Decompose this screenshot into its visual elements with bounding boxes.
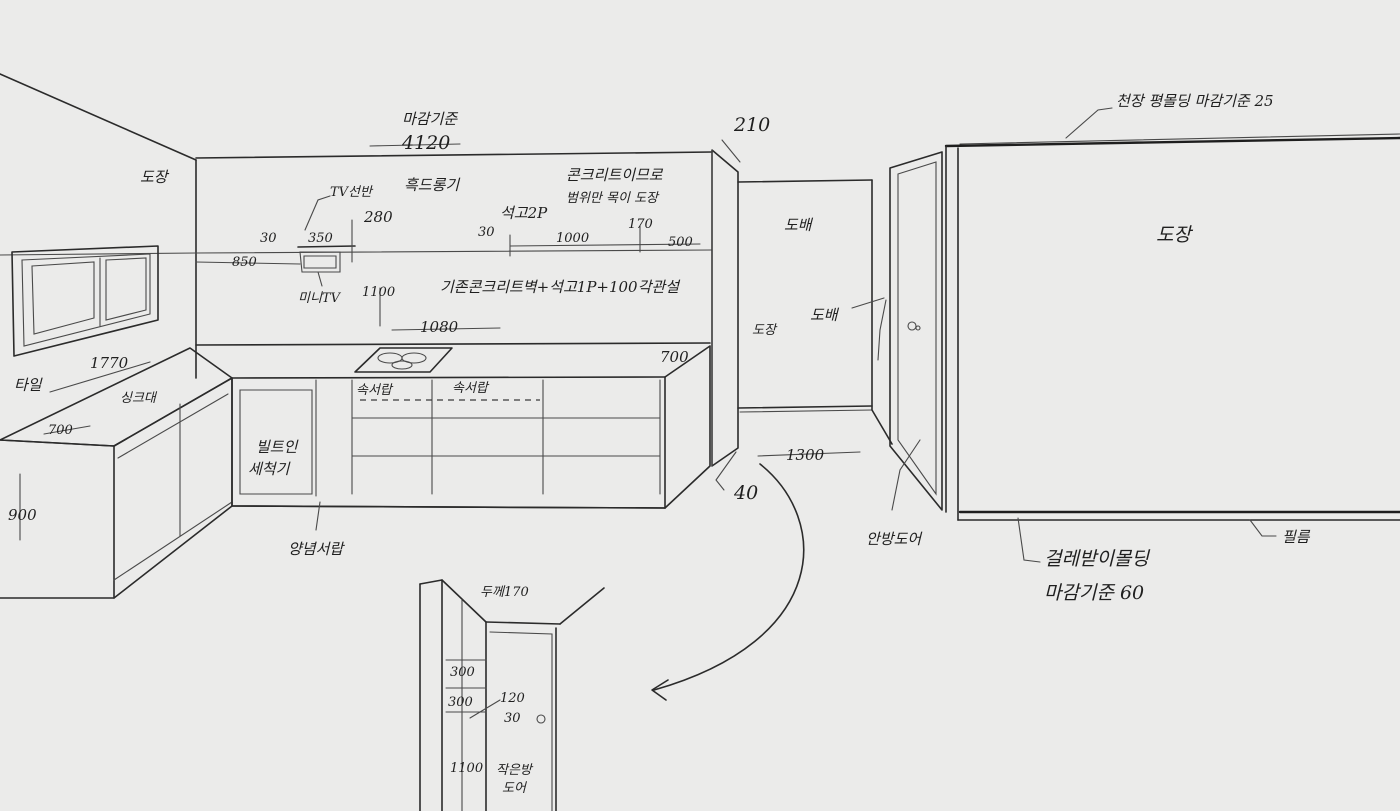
- corridor-wallpaper-label: 도배: [784, 216, 812, 234]
- dimension-30-a: 30: [260, 231, 277, 246]
- dimension-40: 40: [734, 482, 759, 504]
- inset-door-label-1: 작은방: [496, 763, 532, 778]
- dimension-1080: 1080: [420, 318, 459, 336]
- tile-label: 타일: [14, 376, 42, 394]
- back-cabinets: [231, 345, 711, 509]
- inset-300-a: 300: [450, 665, 475, 680]
- plaster-note: 석고2P: [500, 204, 548, 222]
- front-note: 흑드롱기: [404, 176, 460, 194]
- sink-label: 싱크대: [120, 391, 156, 406]
- drawer-label-2: 속서랍: [452, 381, 488, 396]
- right-wall-paint-label: 도장: [1156, 224, 1191, 246]
- dimension-1770: 1770: [90, 354, 129, 372]
- side-wallpaper-label: 도배: [810, 306, 838, 324]
- inset-1100: 1100: [450, 761, 484, 776]
- dimension-1100: 1100: [362, 285, 396, 300]
- wall-column: [711, 139, 741, 467]
- tv-shelf-label: TV선반: [330, 185, 372, 200]
- inset-30: 30: [504, 711, 521, 726]
- dimension-500: 500: [668, 235, 693, 250]
- inset-drawing: [419, 579, 605, 811]
- inset-thickness-label: 두께170: [480, 585, 529, 600]
- dimension-30-b: 30: [478, 225, 495, 240]
- dimension-850: 850: [232, 255, 257, 270]
- wall-thickness-dimension: 210: [734, 114, 771, 136]
- mini-tv-label: 미니TV: [298, 291, 340, 306]
- dishwasher-label: 세척기: [248, 460, 290, 478]
- right-wall: [944, 133, 1400, 521]
- cabinet-bottom-label: 양념서랍: [288, 540, 344, 558]
- inset-120: 120: [500, 691, 525, 706]
- ceiling-finish-label: 마감기준: [402, 110, 458, 128]
- room-door: [889, 151, 943, 511]
- dimension-1000: 1000: [556, 231, 590, 246]
- film-label: 필름: [1282, 528, 1310, 546]
- molding-note: 천장 평몰딩 마감기준 25: [1116, 92, 1274, 110]
- corridor: [737, 179, 893, 445]
- dimension-1300: 1300: [786, 446, 825, 464]
- dimension-350: 350: [308, 231, 333, 246]
- left-wall-paint-label: 도장: [140, 168, 168, 186]
- dimension-280: 280: [364, 208, 393, 226]
- concrete-note-2: 범위만 목이 도장: [566, 191, 658, 206]
- wall-build-note: 기존콘크리트벽+석고1P+100각관설: [440, 278, 680, 296]
- baseboard-note: 걸레받이몰딩: [1044, 548, 1149, 570]
- drawer-label-1: 속서랍: [356, 383, 392, 398]
- ceiling-width-dimension: 4120: [402, 132, 451, 154]
- tv-shelf: [297, 195, 701, 327]
- dimension-700-right: 700: [660, 348, 689, 366]
- baseboard-note-2: 마감기준 60: [1044, 582, 1145, 604]
- door-swing-arrow: [651, 463, 805, 701]
- concrete-note: 콘크리트이므로: [566, 166, 663, 184]
- dimension-lines: [19, 143, 861, 541]
- left-window: [11, 245, 159, 357]
- dimension-900: 900: [8, 506, 37, 524]
- builtin-label: 빌트인: [256, 438, 298, 456]
- inset-300-b: 300: [448, 695, 473, 710]
- inset-door-label-2: 도어: [502, 781, 526, 796]
- leader-arrows: [315, 107, 1277, 563]
- column-paint-label: 도장: [752, 323, 776, 338]
- dimension-700-left: 700: [48, 423, 73, 438]
- kitchen-room-lines: [0, 73, 713, 379]
- dimension-170: 170: [628, 217, 653, 232]
- door-label: 안방도어: [866, 530, 922, 548]
